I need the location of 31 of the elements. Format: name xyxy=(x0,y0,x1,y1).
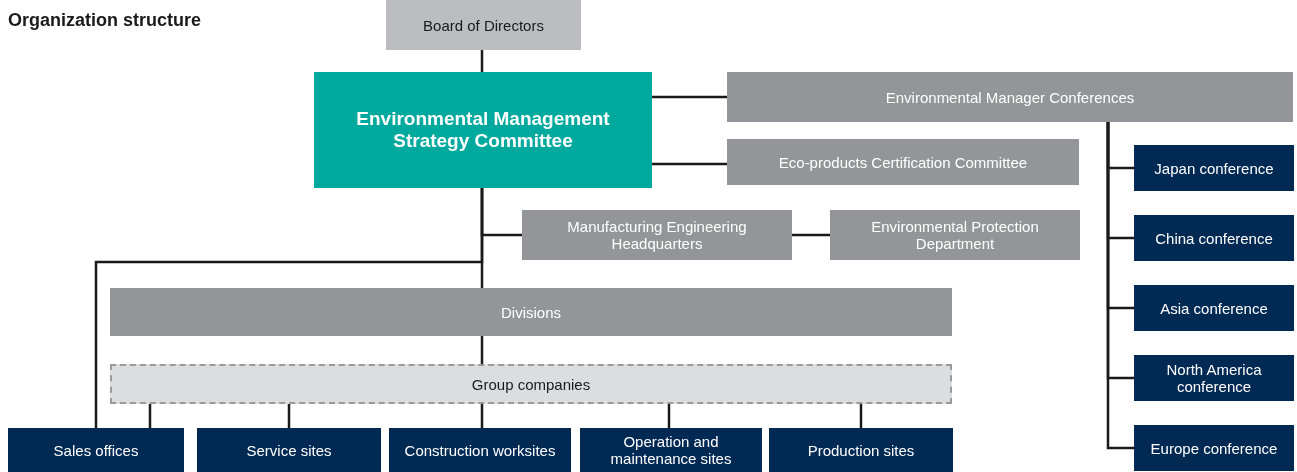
unit-box: Divisions xyxy=(110,288,952,336)
unit-box: Environmental Manager Conferences xyxy=(727,72,1293,122)
connector-line xyxy=(859,404,863,428)
connector-line xyxy=(148,404,152,428)
site-box: Europe conference xyxy=(1134,425,1294,471)
site-box: Service sites xyxy=(197,428,381,472)
connector-line xyxy=(94,188,484,428)
connector-line xyxy=(792,233,830,237)
board-box: Board of Directors xyxy=(386,0,581,50)
committee-box: Environmental Management Strategy Committee xyxy=(314,72,652,188)
connector-line xyxy=(480,336,484,364)
site-box: Construction worksites xyxy=(389,428,571,472)
connector-line xyxy=(287,404,291,428)
connector-line xyxy=(1106,122,1134,450)
unit-box: Eco-products Certification Committee xyxy=(727,139,1079,185)
connector-line xyxy=(652,162,727,166)
site-box: Asia conference xyxy=(1134,285,1294,331)
site-box: Production sites xyxy=(769,428,953,472)
site-box: Japan conference xyxy=(1134,145,1294,191)
site-box: Sales offices xyxy=(8,428,184,472)
connector-line xyxy=(667,404,671,428)
connector-line xyxy=(652,95,727,99)
dashed-group-box: Group companies xyxy=(110,364,952,404)
site-box: China conference xyxy=(1134,215,1294,261)
unit-box: Environmental Protection Department xyxy=(830,210,1080,260)
connector-line xyxy=(480,50,484,72)
unit-box: Manufacturing Engineering Headquarters xyxy=(522,210,792,260)
connector-line xyxy=(480,404,484,428)
site-box: North America conference xyxy=(1134,355,1294,401)
site-box: Operation and maintenance sites xyxy=(580,428,762,472)
diagram-title: Organization structure xyxy=(8,10,202,31)
